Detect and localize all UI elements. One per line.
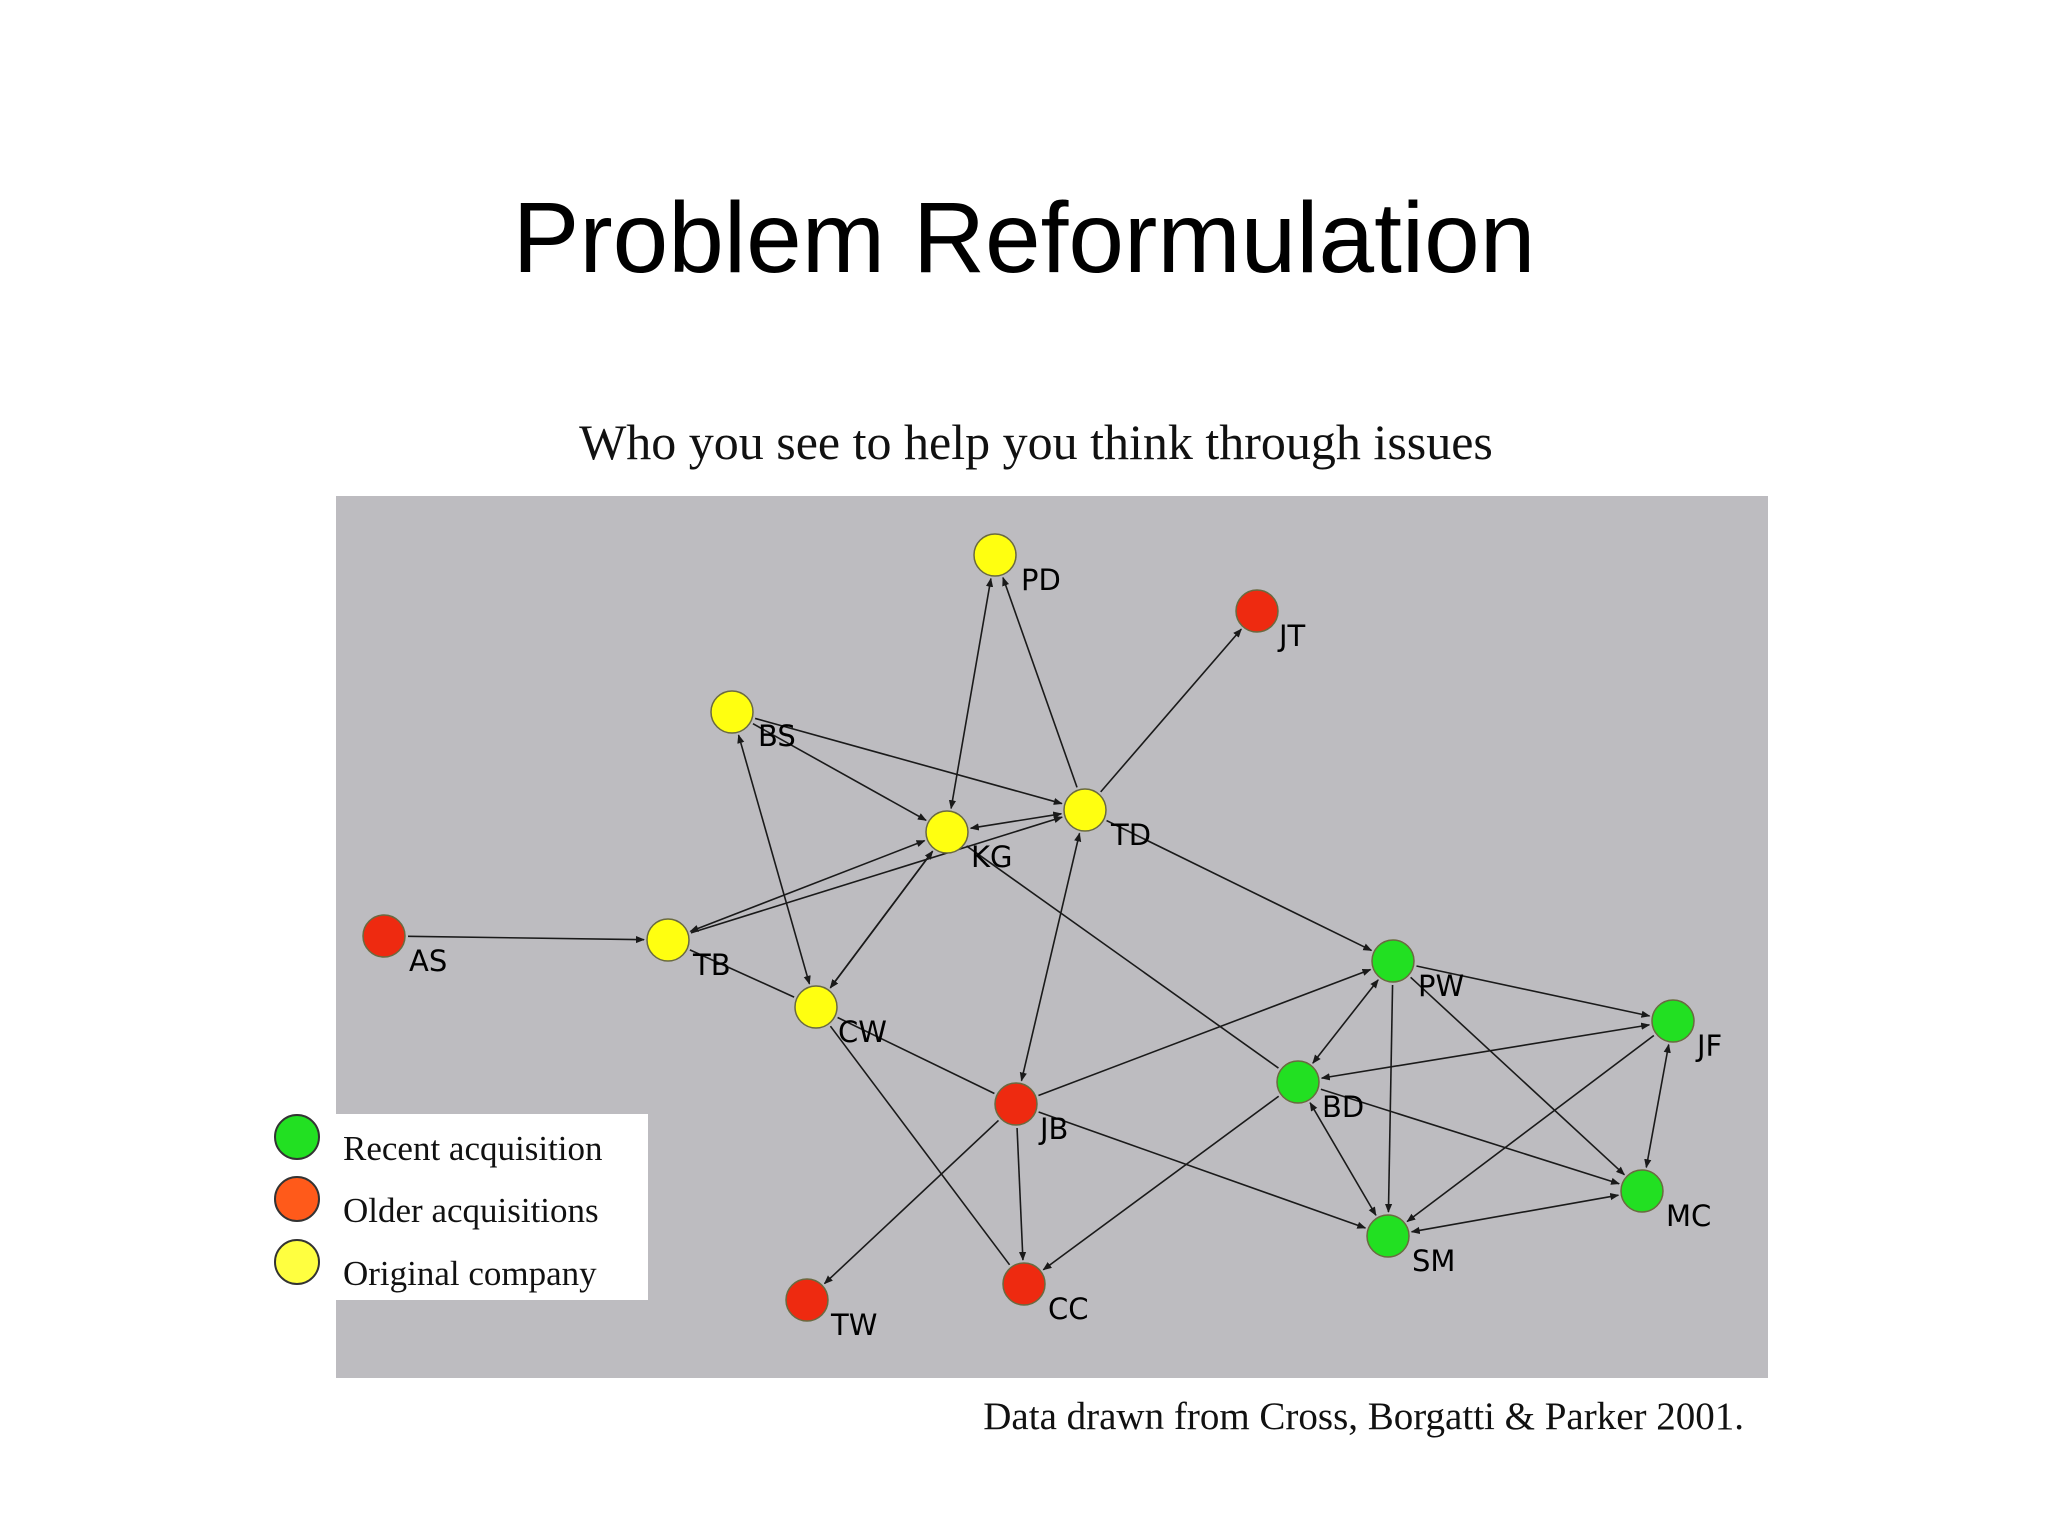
node-bd: BD bbox=[1276, 1060, 1364, 1124]
node-sm: SM bbox=[1366, 1214, 1455, 1278]
node-circle-td bbox=[1063, 788, 1107, 832]
node-label-sm: SM bbox=[1412, 1244, 1455, 1278]
legend-swatch-original bbox=[274, 1239, 320, 1285]
edge-jb-tw bbox=[823, 1119, 1000, 1285]
node-label-tw: TW bbox=[830, 1308, 877, 1342]
edge-td-jt bbox=[1100, 628, 1242, 793]
edge-pd-kg bbox=[948, 577, 994, 810]
node-circle-cw bbox=[794, 985, 838, 1029]
node-jf: JF bbox=[1651, 999, 1722, 1063]
edge-kg-bd bbox=[966, 845, 1279, 1069]
edge-td-pw bbox=[1106, 819, 1373, 952]
node-circle-tb bbox=[646, 918, 690, 962]
node-label-mc: MC bbox=[1666, 1199, 1711, 1233]
node-mc: MC bbox=[1620, 1169, 1711, 1233]
edge-cw-cc bbox=[829, 1025, 1011, 1266]
node-label-as: AS bbox=[409, 944, 447, 978]
node-label-bs: BS bbox=[758, 719, 796, 753]
edge-td-jb bbox=[1019, 832, 1082, 1082]
node-label-pd: PD bbox=[1021, 563, 1061, 597]
slide-title: Problem Reformulation bbox=[512, 182, 1536, 294]
node-cc: CC bbox=[1002, 1262, 1089, 1326]
edge-cw-jb bbox=[837, 1016, 995, 1095]
node-circle-bs bbox=[710, 690, 754, 734]
edge-tb-cw bbox=[689, 949, 795, 998]
node-label-jf: JF bbox=[1695, 1029, 1722, 1063]
legend-box bbox=[336, 1114, 648, 1300]
edge-jb-cc bbox=[1016, 1127, 1027, 1261]
node-circle-kg bbox=[925, 810, 969, 854]
node-circle-tw bbox=[785, 1278, 829, 1322]
edge-jf-mc bbox=[1644, 1043, 1671, 1169]
node-circle-sm bbox=[1366, 1214, 1410, 1258]
node-label-cw: CW bbox=[838, 1015, 887, 1049]
node-circle-jb bbox=[994, 1082, 1038, 1126]
nodes-layer: PD JT BS TD KG AS TB CW JB PW JF BD MC SM TW CC bbox=[362, 533, 1722, 1342]
node-circle-pd bbox=[973, 533, 1017, 577]
node-pw: PW bbox=[1371, 939, 1464, 1003]
node-label-kg: KG bbox=[971, 840, 1013, 874]
node-label-bd: BD bbox=[1322, 1090, 1364, 1124]
edge-bs-td bbox=[754, 717, 1063, 805]
source-caption: Data drawn from Cross, Borgatti & Parker… bbox=[983, 1395, 1744, 1438]
node-circle-as bbox=[362, 914, 406, 958]
node-jb: JB bbox=[994, 1082, 1068, 1146]
legend-label-older: Older acquisitions bbox=[343, 1191, 599, 1230]
node-bs: BS bbox=[710, 690, 796, 753]
edge-jf-sm bbox=[1406, 1034, 1655, 1223]
node-label-td: TD bbox=[1110, 818, 1151, 852]
node-label-jt: JT bbox=[1277, 619, 1306, 653]
edge-bd-sm bbox=[1309, 1101, 1377, 1217]
node-as: AS bbox=[362, 914, 447, 978]
node-tb: TB bbox=[646, 918, 731, 982]
edge-mc-sm bbox=[1410, 1193, 1620, 1234]
node-label-pw: PW bbox=[1418, 969, 1464, 1003]
edge-as-tb bbox=[407, 935, 645, 944]
edge-jf-bd bbox=[1320, 1022, 1651, 1081]
edges-layer bbox=[407, 576, 1671, 1285]
legend-item-older: Older acquisitions bbox=[274, 1176, 599, 1230]
node-circle-mc bbox=[1620, 1169, 1664, 1213]
legend: Recent acquisition Older acquisitions Or… bbox=[274, 1114, 648, 1300]
node-label-cc: CC bbox=[1048, 1292, 1089, 1326]
node-jt: JT bbox=[1235, 589, 1306, 653]
node-circle-pw bbox=[1371, 939, 1415, 983]
node-label-jb: JB bbox=[1038, 1112, 1068, 1146]
node-circle-jt bbox=[1235, 589, 1279, 633]
legend-swatch-recent bbox=[274, 1114, 320, 1160]
node-circle-jf bbox=[1651, 999, 1695, 1043]
edge-td-kg bbox=[969, 811, 1063, 831]
node-circle-bd bbox=[1276, 1060, 1320, 1104]
edge-pw-jf bbox=[1416, 965, 1651, 1018]
figure-title: Who you see to help you think through is… bbox=[579, 414, 1493, 470]
edge-bd-cc bbox=[1042, 1095, 1280, 1271]
node-tw: TW bbox=[785, 1278, 877, 1342]
node-cw: CW bbox=[794, 985, 887, 1049]
legend-label-original: Original company bbox=[343, 1254, 597, 1293]
edge-td-pd bbox=[1002, 576, 1078, 788]
legend-swatch-older bbox=[274, 1176, 320, 1222]
legend-label-recent: Recent acquisition bbox=[343, 1129, 603, 1168]
node-label-tb: TB bbox=[692, 948, 731, 982]
node-pd: PD bbox=[973, 533, 1061, 597]
node-circle-cc bbox=[1002, 1262, 1046, 1306]
legend-item-original: Original company bbox=[274, 1239, 597, 1293]
edge-kg-cw bbox=[829, 850, 934, 989]
node-td: TD bbox=[1063, 788, 1151, 852]
node-kg: KG bbox=[925, 810, 1013, 874]
legend-item-recent: Recent acquisition bbox=[274, 1114, 603, 1168]
